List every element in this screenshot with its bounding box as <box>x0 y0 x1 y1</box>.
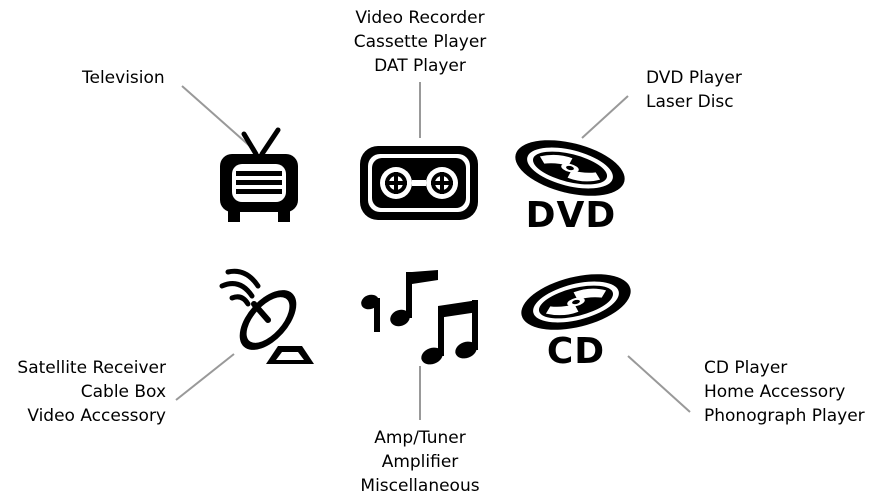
dvd-badge: DVD <box>525 195 617 236</box>
label-line: DVD Player <box>646 68 742 88</box>
label-line: CD Player <box>704 358 788 378</box>
label-line: Laser Disc <box>646 92 734 112</box>
label-line: Cable Box <box>80 382 166 402</box>
label-line: Video Accessory <box>27 406 166 426</box>
label-amp: Amp/Tuner Amplifier Miscellaneous <box>330 426 510 498</box>
connector-satellite <box>175 353 235 401</box>
label-cd: CD Player Home Accessory Phonograph Play… <box>704 356 865 428</box>
label-line: Home Accessory <box>704 382 846 402</box>
label-line: Television <box>82 68 165 88</box>
label-line: Cassette Player <box>353 32 487 52</box>
label-line: Amplifier <box>381 452 459 472</box>
label-television: Television <box>82 66 165 90</box>
connector-cd <box>627 355 691 413</box>
connector-television <box>181 85 253 149</box>
connector-dvd <box>581 95 629 139</box>
label-line: Video Recorder <box>355 8 485 28</box>
label-line: Phonograph Player <box>704 406 865 426</box>
label-line: Miscellaneous <box>360 476 480 496</box>
cassette-icon <box>360 146 478 220</box>
cd-badge: CD <box>546 331 606 372</box>
tv-icon <box>220 127 298 222</box>
label-line: Amp/Tuner <box>374 428 466 448</box>
dvd-disc-icon <box>515 140 625 196</box>
label-line: DAT Player <box>374 56 466 76</box>
label-dvd: DVD Player Laser Disc <box>646 66 742 114</box>
music-notes-icon <box>361 270 478 365</box>
label-recorder: Video Recorder Cassette Player DAT Playe… <box>330 6 510 78</box>
cd-disc-icon <box>521 274 631 330</box>
satellite-dish-icon <box>219 268 314 364</box>
label-line: Satellite Receiver <box>17 358 166 378</box>
label-satellite: Satellite Receiver Cable Box Video Acces… <box>4 356 166 428</box>
